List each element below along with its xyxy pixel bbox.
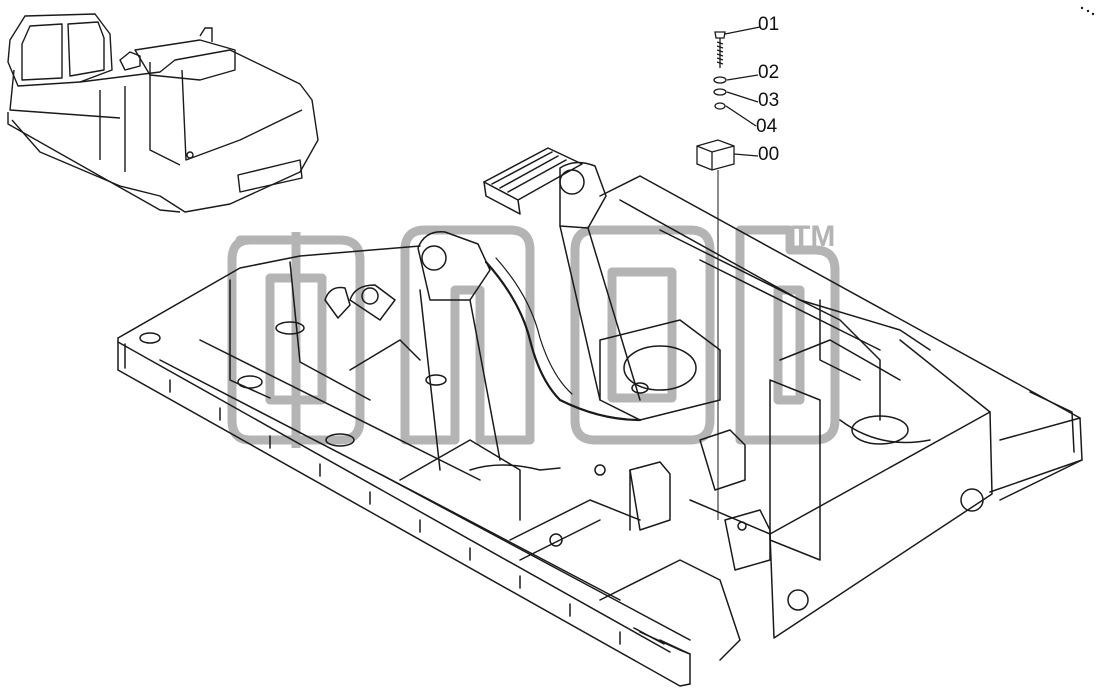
callout-label-03: 03 — [758, 90, 780, 111]
exploded-parts — [696, 26, 761, 520]
callout-label-00: 00 — [758, 144, 780, 165]
washer-part — [713, 88, 727, 96]
corner-mark — [1080, 6, 1095, 16]
excavator-thumbnail — [7, 13, 319, 213]
callout-label-02: 02 — [758, 62, 780, 83]
watermark-trademark: TM — [792, 220, 836, 253]
mount-block-part — [696, 139, 735, 171]
bolt-part — [714, 31, 726, 39]
washer-part — [713, 76, 727, 84]
watermark-logo — [227, 225, 840, 448]
callout-label-04: 04 — [756, 116, 778, 137]
upper-frame — [117, 147, 1083, 687]
callout-label-01: 01 — [758, 14, 780, 35]
washer-part — [714, 102, 726, 110]
